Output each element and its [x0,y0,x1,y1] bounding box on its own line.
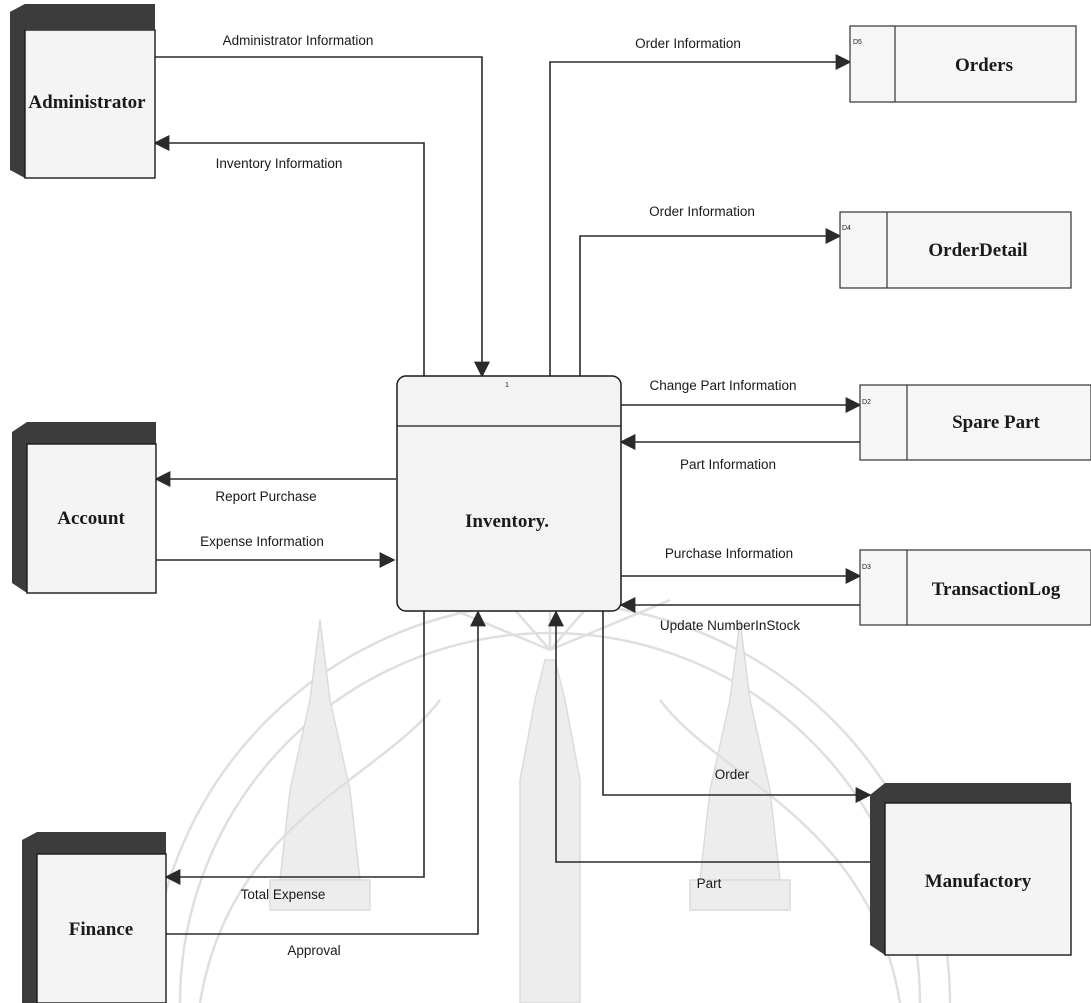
flow-admin-info-label: Administrator Information [223,33,374,48]
entity-account[interactable]: Account [12,422,156,593]
process-label: Inventory. [465,511,549,532]
flow-order-info-2-line [580,236,840,376]
store-orders-id: D5 [853,39,862,46]
entity-finance[interactable]: Finance [22,832,166,1003]
entity-finance-label: Finance [69,919,133,940]
process-inventory[interactable]: 1 Inventory. [397,376,621,611]
flow-update-stock-label: Update NumberInStock [660,618,801,633]
flow-inventory-info-label: Inventory Information [216,156,343,171]
flow-report-purchase-label: Report Purchase [215,489,316,504]
store-spare-part-id: D2 [862,399,871,406]
store-orders-label: Orders [955,55,1013,76]
store-order-detail-id: D4 [842,225,851,232]
flow-change-part-info-label: Change Part Information [649,378,796,393]
entity-administrator-label: Administrator [28,92,146,113]
store-order-detail-label: OrderDetail [928,240,1027,261]
flow-order-info-1-line [550,62,850,376]
store-orders[interactable]: D5 Orders [850,26,1076,102]
flow-approval-label: Approval [287,943,340,958]
flow-order-info-1-label: Order Information [635,36,741,51]
flow-expense-info-label: Expense Information [200,534,324,549]
flow-total-expense-label: Total Expense [241,887,326,902]
store-order-detail[interactable]: D4 OrderDetail [840,212,1071,288]
process-id: 1 [505,382,509,389]
entity-administrator[interactable]: Administrator [10,4,155,178]
store-spare-part-label: Spare Part [952,412,1040,433]
flow-inventory-info-line [155,143,424,376]
entity-manufactory[interactable]: Manufactory [870,783,1071,955]
entity-account-label: Account [57,508,125,529]
store-transaction-log-label: TransactionLog [932,579,1061,600]
store-transaction-log-id: D3 [862,564,871,571]
flow-part-label: Part [697,876,722,891]
flow-part-info-label: Part Information [680,457,776,472]
store-transaction-log[interactable]: D3 TransactionLog [860,550,1091,625]
flow-order-label: Order [715,767,750,782]
flow-admin-info-line [155,57,482,376]
watermark-emblem [150,560,950,1003]
store-spare-part[interactable]: D2 Spare Part [860,385,1091,460]
entity-manufactory-label: Manufactory [925,871,1032,892]
flow-purchase-info-label: Purchase Information [665,546,793,561]
flow-order-info-2-label: Order Information [649,204,755,219]
